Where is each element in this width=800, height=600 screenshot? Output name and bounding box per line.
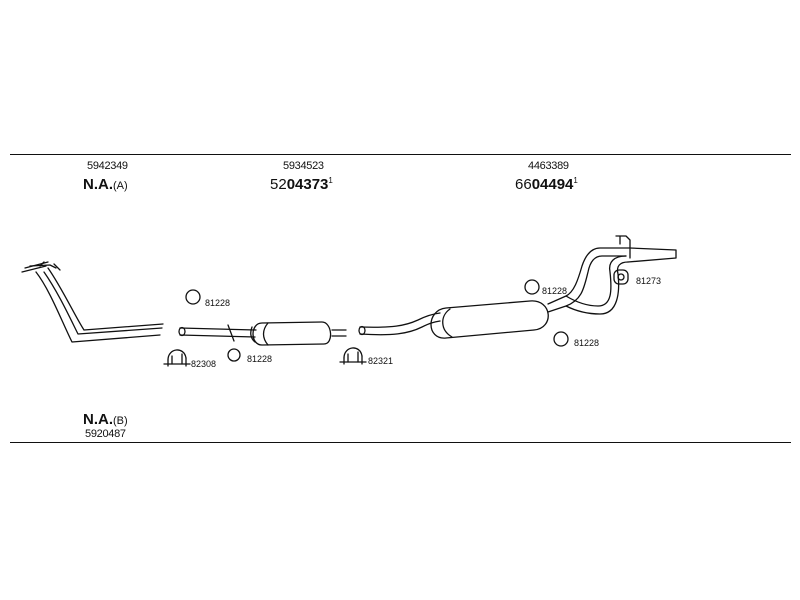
label-ring-right-bottom: 81228 <box>574 338 599 348</box>
front-downpipe <box>21 261 164 343</box>
label-clamp-left: 82308 <box>191 359 216 369</box>
rear-muffler-section <box>358 235 677 339</box>
code-main: 04373 <box>286 176 329 193</box>
label-ring-left-bottom: 81228 <box>247 354 272 364</box>
gasket-rings <box>185 279 569 362</box>
code-col3: 66044941 <box>515 176 578 193</box>
code-sup: 1 <box>328 176 333 185</box>
top-rule <box>10 154 791 155</box>
code-main: 04494 <box>531 176 574 193</box>
code-prefix: 52 <box>270 176 287 193</box>
gasket-ring <box>524 279 540 295</box>
rubber-hanger <box>613 269 629 285</box>
na-suffix: (B) <box>113 415 128 427</box>
middle-muffler-section <box>178 321 347 346</box>
clamp-left <box>163 349 191 367</box>
code-sup: 1 <box>573 176 578 185</box>
label-ring-left-top: 81228 <box>205 298 230 308</box>
part-number-col1: 5942349 <box>87 160 128 172</box>
footer-part-number: 5920487 <box>85 428 126 440</box>
gasket-ring <box>227 348 241 362</box>
label-ring-right-top: 81228 <box>542 286 567 296</box>
gasket-ring <box>185 289 201 305</box>
part-number-col3: 4463389 <box>528 160 569 172</box>
code-prefix: 66 <box>515 176 532 193</box>
na-suffix: (A) <box>113 180 128 192</box>
code-col2: 52043731 <box>270 176 333 193</box>
part-number-col2: 5934523 <box>283 160 324 172</box>
label-clamp-mid: 82321 <box>368 356 393 366</box>
label-hanger-right: 81273 <box>636 276 661 286</box>
na-label-text: N.A. <box>83 176 113 193</box>
bottom-rule <box>10 442 791 443</box>
gasket-ring <box>553 331 569 347</box>
na-label-text: N.A. <box>83 411 113 428</box>
na-label-a: N.A.(A) <box>83 176 128 193</box>
clamp-mid <box>339 347 367 365</box>
na-label-b: N.A.(B) <box>83 411 128 428</box>
